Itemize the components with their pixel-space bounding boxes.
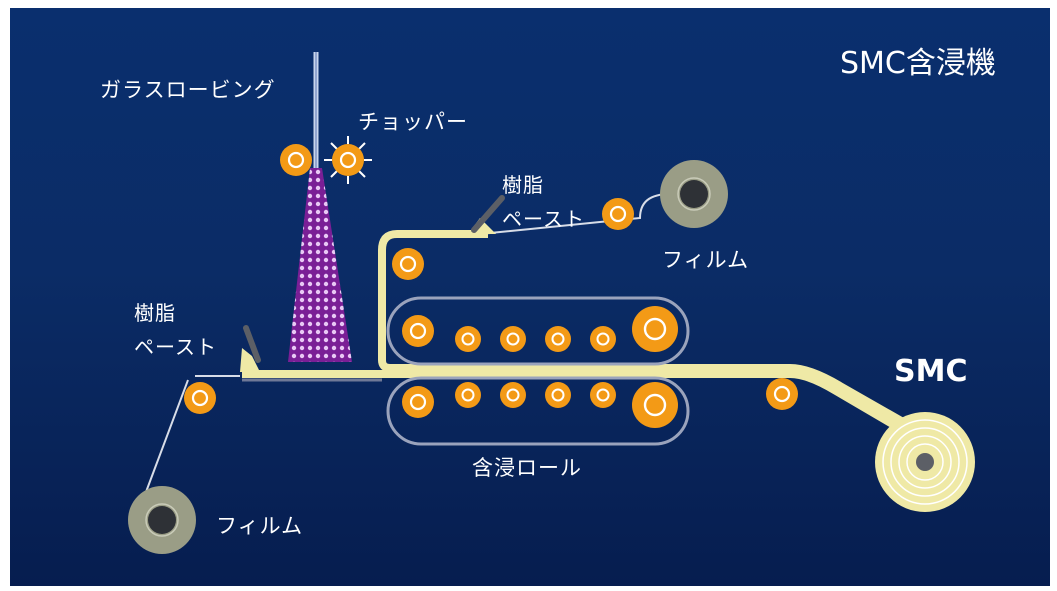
upper-impregnation-rollers	[400, 304, 680, 354]
film-bottom-label: フィルム	[216, 514, 304, 538]
top-film-roller	[600, 196, 636, 232]
glass-roving-label: ガラスロービング	[100, 78, 276, 102]
resin-paste-left-line1: 樹脂	[134, 301, 176, 325]
resin-paste-top-line1: 樹脂	[502, 173, 544, 197]
resin-paste-top-label: 樹脂 ペースト	[502, 168, 585, 236]
impregnation-rolls-label: 含浸ロール	[472, 456, 582, 480]
top-sheet	[378, 230, 947, 450]
bottom-film-feed	[139, 379, 189, 509]
diagram-title: SMC含浸機	[840, 46, 996, 81]
smc-product-roll	[875, 412, 975, 512]
film-roll-top	[660, 160, 728, 228]
chopper-roller	[324, 136, 372, 184]
chopped-fiber-cone	[288, 168, 352, 362]
bottom-film-roller	[182, 380, 218, 416]
film-top-label: フィルム	[662, 248, 750, 272]
resin-paste-doctor-left	[240, 325, 261, 372]
lower-belt	[386, 376, 690, 446]
resin-paste-doctor-top	[468, 195, 505, 234]
resin-paste-left-line2: ペースト	[134, 335, 217, 359]
chopper-label: チョッパー	[358, 110, 468, 134]
output-roller	[764, 376, 800, 412]
film-roll-bottom	[128, 486, 196, 554]
resin-paste-top-line2: ペースト	[502, 207, 585, 231]
upper-belt	[386, 296, 690, 366]
feed-roller-left	[278, 142, 314, 178]
smc-impregnation-diagram: SMC含浸機 ガラスロービング チョッパー 樹脂 ペースト 樹脂 ペースト フィ…	[10, 8, 1050, 586]
lower-impregnation-rollers	[400, 380, 680, 430]
resin-paste-left-label: 樹脂 ペースト	[134, 296, 217, 364]
turn-roller	[390, 246, 426, 282]
smc-product-label: SMC	[894, 354, 968, 389]
bottom-sheet	[242, 370, 943, 456]
process-drawing	[128, 52, 975, 554]
